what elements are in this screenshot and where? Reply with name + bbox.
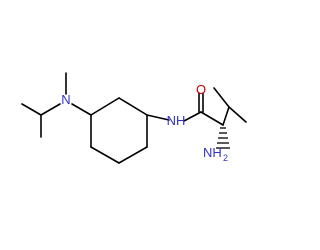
bond-beta-ch3-left [213,87,230,108]
atom-nh2: NH [203,145,222,160]
ring-bond-4 [118,146,148,164]
bond-ring-nh [146,114,170,121]
bond-isopropyl-ch3-up [21,103,42,116]
structure-svg: N NH O NH 2 [21,72,247,164]
hashed-wedge-bond [216,127,230,149]
bond-n-ring [71,103,92,116]
ring-bond-5 [90,146,120,164]
atom-nh-amide: NH [167,113,186,128]
atom-n-amine: N [61,92,70,107]
ring-bond-1 [90,97,120,116]
bond-nh-carbonyl [183,111,202,122]
bond-alpha-beta [222,106,230,126]
atom-nh2-subscript: 2 [223,153,228,163]
molecule-diagram: N NH O NH 2 [21,72,247,164]
bond-beta-ch3-right [228,106,247,123]
atom-o-carbonyl: O [196,82,206,97]
bond-carbonyl-alpha [200,111,224,126]
ring-bond-2 [118,97,148,116]
bond-n-isopropyl [40,103,61,116]
